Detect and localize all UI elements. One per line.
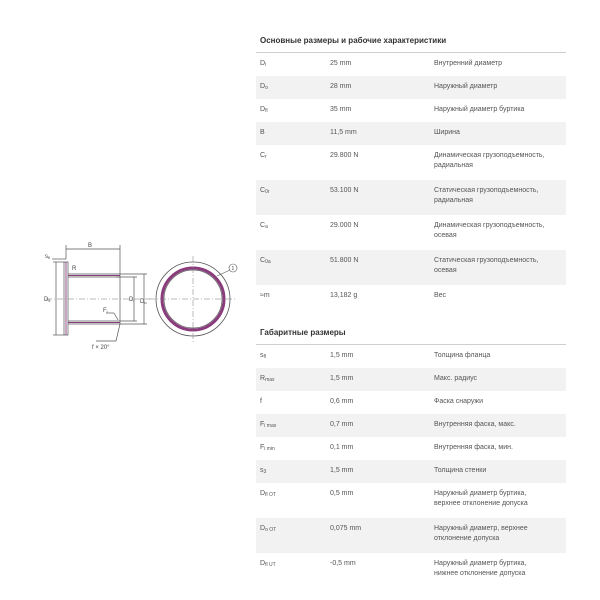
row-description: Внутренняя фаска, макс. [430,414,566,437]
row-value: 35 mm [330,106,352,113]
row-description: Статическая грузоподъемность,радиальная [430,180,566,215]
row-description: Наружный диаметр буртика,верхнее отклоне… [434,490,528,507]
row-description: Статическая грузоподъемность,осевая [430,250,566,285]
label-s: sfl [45,254,50,260]
row-symbol: Cr [260,152,267,160]
label-f: f × 20° [92,345,110,351]
row-description: Наружный диаметр буртика [434,106,525,113]
table-row: Dfl 35 mm Наружный диаметр буртика [256,99,566,122]
row-description: Толщина стенки [430,460,566,483]
label-callout: 1 [232,266,235,272]
row-symbol: Fi min [260,444,275,452]
row-value: 51.800 N [326,250,430,285]
table-row: Fi min 0,1 mm Внутренняя фаска, мин. [256,437,566,460]
label-r: R [72,266,77,272]
row-description: Динамическая грузоподъемность,осевая [434,222,545,239]
row-symbol: Ca [260,222,268,230]
row-symbol: C0a [256,250,326,285]
row-symbol: sfl [260,352,266,360]
table-row: f 0,6 mm Фаска снаружи [256,391,566,414]
row-symbol: Rmax [256,368,326,391]
section-title-dimensions: Габаритные размеры [256,322,566,345]
table-row: Dfl OT 0,5 mm Наружный диаметр буртика,вер… [256,483,566,518]
label-dfl: Dfl [44,297,50,303]
row-symbol: Do [256,76,326,99]
row-symbol: Dfl [260,106,268,114]
table-row: Dfl UT -0,5 mm Наружный диаметр буртика,ни… [256,553,566,588]
row-value: 1,5 mm [330,352,354,359]
bushing-drawing: B sfl R Dfl Di Do Fi f × 20° 1 [44,243,238,351]
row-value: 0,075 mm [326,518,430,553]
row-value: 53.100 N [326,180,430,215]
row-description: Толщина фланца [434,352,491,359]
row-symbol: Do OT [256,518,326,553]
section-title-main: Основные размеры и рабочие характеристик… [256,30,566,53]
row-symbol: Di [260,60,267,68]
row-value: 25 mm [330,60,352,67]
label-b: B [88,243,92,249]
table-row: Di 25 mm Внутренний диаметр [256,53,566,76]
label-di: Di [129,297,134,303]
row-description: Наружный диаметр [430,76,566,99]
row-value: 1,5 mm [326,460,430,483]
row-symbol: f [260,398,262,405]
row-symbol: ≈m [260,292,270,299]
row-value: 0,7 mm [326,414,430,437]
row-value: 29.000 N [330,222,359,229]
row-value: 0,1 mm [330,444,354,451]
row-value: 29.800 N [330,152,359,159]
row-symbol: Dfl OT [260,490,276,498]
row-value: 1,5 mm [326,368,430,391]
row-description: Динамическая грузоподъемность,радиальная [434,152,545,169]
row-symbol: s3 [256,460,326,483]
row-description: Наружный диаметр буртика,нижнее отклонен… [434,560,527,577]
table-row: sfl 1,5 mm Толщина фланца [256,345,566,368]
row-description: Внутренний диаметр [434,60,502,67]
row-description: Фаска снаружи [434,398,484,405]
label-do: Do [140,299,147,305]
row-value: 28 mm [326,76,430,99]
table-row: Ca 29.000 N Динамическая грузоподъемность,… [256,215,566,250]
row-value: 0,5 mm [330,490,354,497]
row-description: Внутренняя фаска, мин. [434,444,513,451]
spec-tables: Основные размеры и рабочие характеристик… [256,30,566,588]
row-description: Вес [434,292,447,299]
row-description: Макс. радиус [430,368,566,391]
row-symbol: Dfl UT [260,560,276,568]
table-row: Cr 29.800 N Динамическая грузоподъемность,… [256,145,566,180]
row-symbol: C0r [256,180,326,215]
row-description: Ширина [430,122,566,145]
row-value: 0,6 mm [330,398,354,405]
row-value: -0,5 mm [330,560,356,567]
label-fi: Fi [103,308,108,314]
row-value: 13,182 g [330,292,358,299]
table-row: ≈m 13,182 g Вес [256,285,566,308]
row-value: 11,5 mm [326,122,430,145]
row-symbol: B [256,122,326,145]
row-symbol: Fi max [256,414,326,437]
